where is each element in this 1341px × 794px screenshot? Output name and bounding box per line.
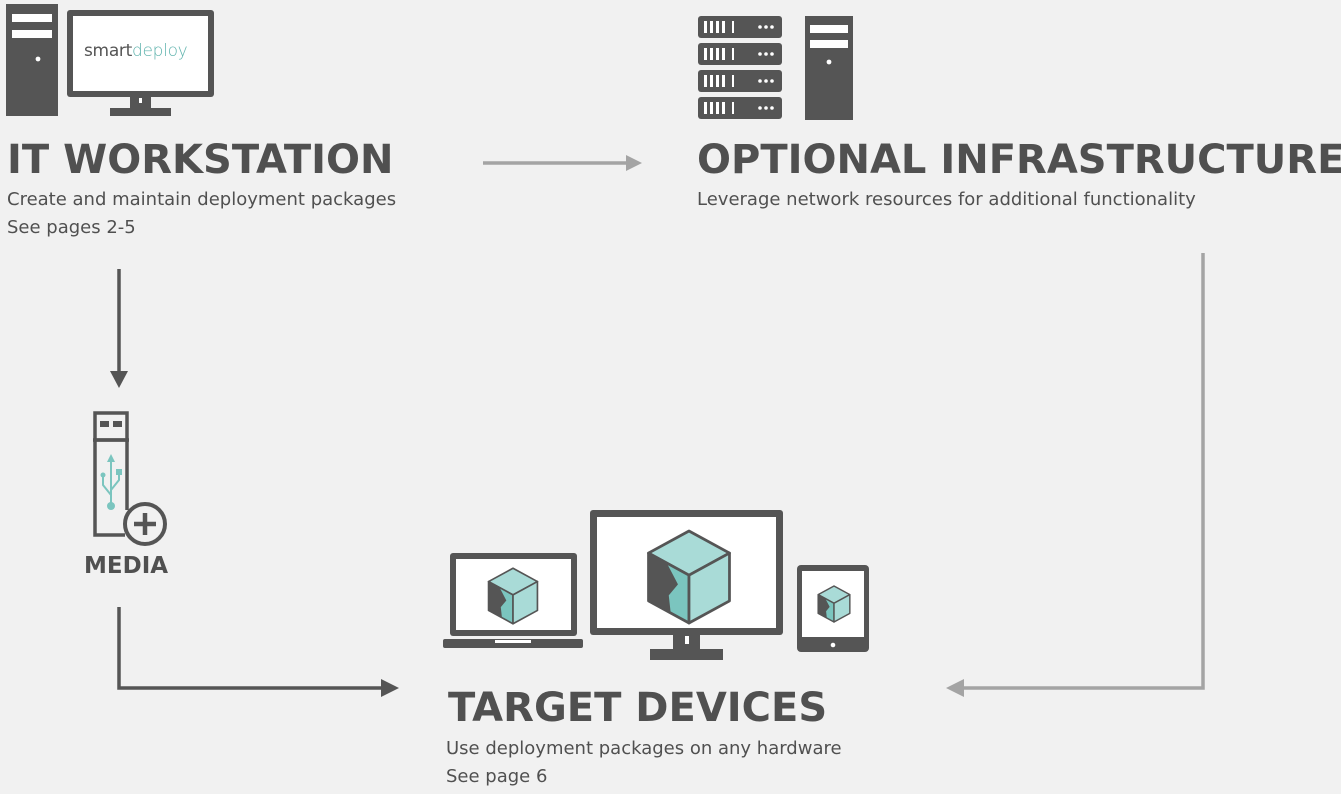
workstation-description: Create and maintain deployment packages [7, 189, 397, 210]
target-heading: TARGET DEVICES [448, 685, 828, 731]
tower-pc-icon [805, 16, 853, 120]
target-description: Use deployment packages on any hardware [446, 738, 842, 759]
media-node: MEDIA [80, 405, 190, 585]
arrow-workstation-to-infrastructure [483, 155, 642, 171]
workstation-heading: IT WORKSTATION [7, 137, 394, 183]
package-cube-icon [647, 529, 731, 625]
logo-smart: smart [84, 41, 132, 61]
target-page-reference: See page 6 [446, 766, 548, 787]
arrow-media-to-target [117, 607, 399, 697]
package-cube-icon [487, 567, 539, 625]
logo-deploy: deploy [132, 41, 188, 61]
package-cube-icon [817, 585, 851, 623]
infrastructure-node: OPTIONAL INFRASTRUCTURE Leverage network… [690, 0, 1341, 220]
usb-symbol-icon [102, 460, 120, 505]
workstation-page-reference: See pages 2-5 [7, 217, 136, 238]
arrow-workstation-to-media [110, 269, 128, 388]
monitor-icon [67, 10, 214, 116]
workstation-node: smartdeploy IT WORKSTATION Create and ma… [0, 0, 480, 250]
arrow-infrastructure-to-target [946, 253, 1205, 697]
server-rack-icon [698, 16, 782, 119]
infrastructure-heading: OPTIONAL INFRASTRUCTURE [697, 137, 1341, 183]
plus-circle-icon [123, 502, 167, 546]
smartdeploy-logo: smartdeploy [84, 41, 188, 61]
infrastructure-description: Leverage network resources for additiona… [697, 189, 1196, 210]
target-node: TARGET DEVICES Use deployment packages o… [440, 505, 910, 794]
tower-pc-icon [6, 4, 58, 116]
media-heading: MEDIA [84, 553, 169, 579]
usb-drive-icon [93, 411, 129, 537]
